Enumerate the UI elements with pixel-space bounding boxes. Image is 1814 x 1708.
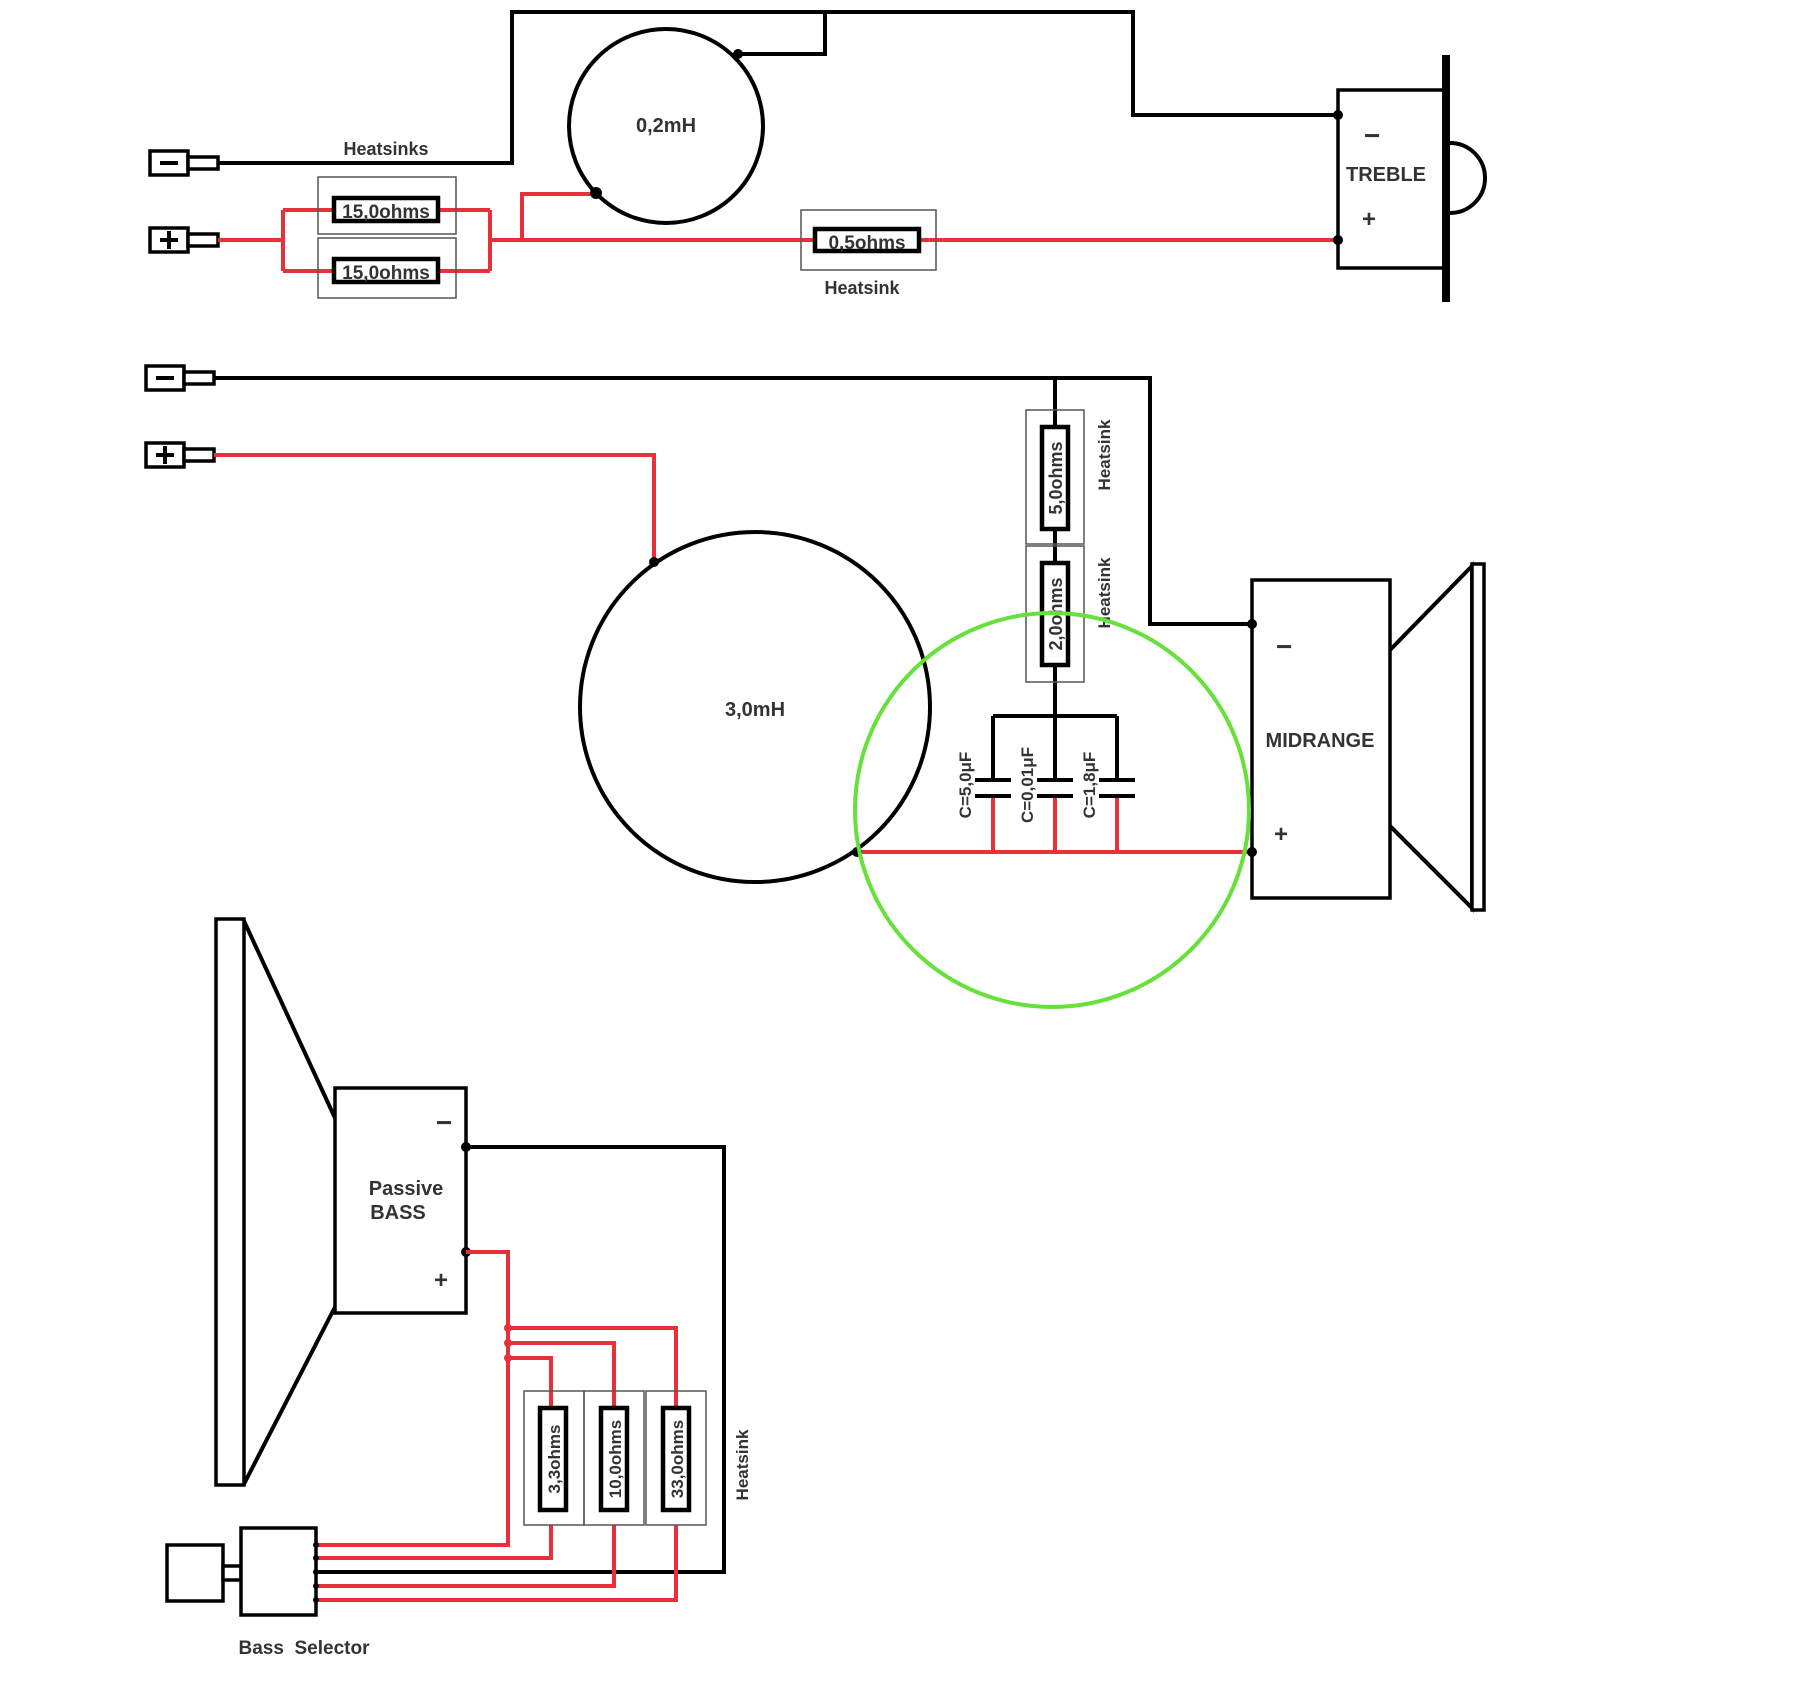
bass-heatsink-label: Heatsink xyxy=(733,1429,752,1500)
bass-speaker: − Passive BASS + xyxy=(214,917,471,1487)
bass-resistor-1-label: 3,3ohms xyxy=(545,1425,564,1494)
midrange-positive-wire xyxy=(214,453,656,562)
treble-inductor-label: 0,2mH xyxy=(636,115,696,137)
midrange-capacitor-1-label: C=5,0μF xyxy=(956,752,975,819)
treble-heatsinks-label: Heatsinks xyxy=(343,139,428,159)
bass-selector: Bass Selector xyxy=(165,1526,371,1659)
treble-speaker: − TREBLE + xyxy=(1333,55,1487,302)
midrange-capacitor-3: C=1,8μF xyxy=(1080,752,1135,819)
treble-negative-wire xyxy=(218,10,1338,165)
treble-inductor-positive-lead xyxy=(520,192,596,240)
bass-resistor-3-label: 33,0ohms xyxy=(668,1420,687,1498)
midrange-plus-sign: + xyxy=(1274,821,1288,848)
midrange-capacitor-2-label: C=0,01μF xyxy=(1018,747,1037,823)
treble-series-resistor: 0,5ohms xyxy=(800,209,937,271)
treble-plus-sign: + xyxy=(1362,206,1376,233)
treble-resistor-a-label: 15,0ohms xyxy=(342,202,430,223)
midrange-inductor-label: 3,0mH xyxy=(725,699,785,721)
treble-positive-terminal xyxy=(148,226,220,254)
treble-section: 0,2mH Heatsinks 15,0ohms 15,0ohms 0,5ohm… xyxy=(148,10,1487,302)
highlight-circle xyxy=(853,611,1251,1009)
bass-resistor-3: 33,0ohms xyxy=(645,1390,707,1526)
midrange-speaker: − MIDRANGE + xyxy=(1247,561,1486,913)
treble-speaker-label: TREBLE xyxy=(1346,164,1426,186)
treble-resistor-a: 15,0ohms xyxy=(317,176,457,235)
treble-resistor-b: 15,0ohms xyxy=(317,237,457,299)
midrange-positive-terminal xyxy=(144,441,216,469)
bass-section: − Passive BASS + 3,3ohms 10,0ohms xyxy=(165,917,752,1659)
midrange-heatsink-bottom-label: Heatsink xyxy=(1095,557,1114,628)
midrange-capacitor-2: C=0,01μF xyxy=(1018,747,1073,823)
midrange-capacitor-3-label: C=1,8μF xyxy=(1080,752,1099,819)
bass-positive-wire xyxy=(316,1250,510,1547)
treble-series-resistor-label: 0,5ohms xyxy=(828,233,905,254)
midrange-inductor xyxy=(578,530,932,884)
midrange-resistor-top-label: 5,0ohms xyxy=(1046,441,1066,514)
midrange-resistor-top: 5,0ohms xyxy=(1025,409,1085,545)
midrange-section: 3,0mH 5,0ohms 2,0ohms Heatsink Heatsink … xyxy=(144,364,1486,1009)
treble-inductor-lead xyxy=(738,12,827,56)
midrange-negative-terminal xyxy=(144,364,216,392)
bass-speaker-label-line1: Passive xyxy=(369,1178,444,1200)
treble-resistor-b-label: 15,0ohms xyxy=(342,263,430,284)
bass-negative-wire xyxy=(316,1145,726,1574)
midrange-negative-wire xyxy=(214,376,1252,626)
bass-selector-label: Bass Selector xyxy=(239,1638,371,1659)
treble-negative-terminal xyxy=(148,149,220,177)
treble-minus-sign: − xyxy=(1364,120,1380,151)
midrange-heatsink-top-label: Heatsink xyxy=(1095,419,1114,490)
bass-plus-sign: + xyxy=(434,1267,448,1294)
treble-inductor xyxy=(567,27,765,225)
midrange-speaker-label: MIDRANGE xyxy=(1266,730,1375,752)
treble-heatsink-label: Heatsink xyxy=(824,278,900,298)
midrange-minus-sign: − xyxy=(1276,631,1292,662)
bass-resistor-2: 10,0ohms xyxy=(583,1390,645,1526)
bass-minus-sign: − xyxy=(436,1107,452,1138)
bass-speaker-label-line2: BASS xyxy=(370,1202,426,1224)
midrange-capacitor-1: C=5,0μF xyxy=(956,752,1011,819)
bass-resistor-2-label: 10,0ohms xyxy=(606,1420,625,1498)
bass-resistor-1: 3,3ohms xyxy=(523,1390,585,1526)
